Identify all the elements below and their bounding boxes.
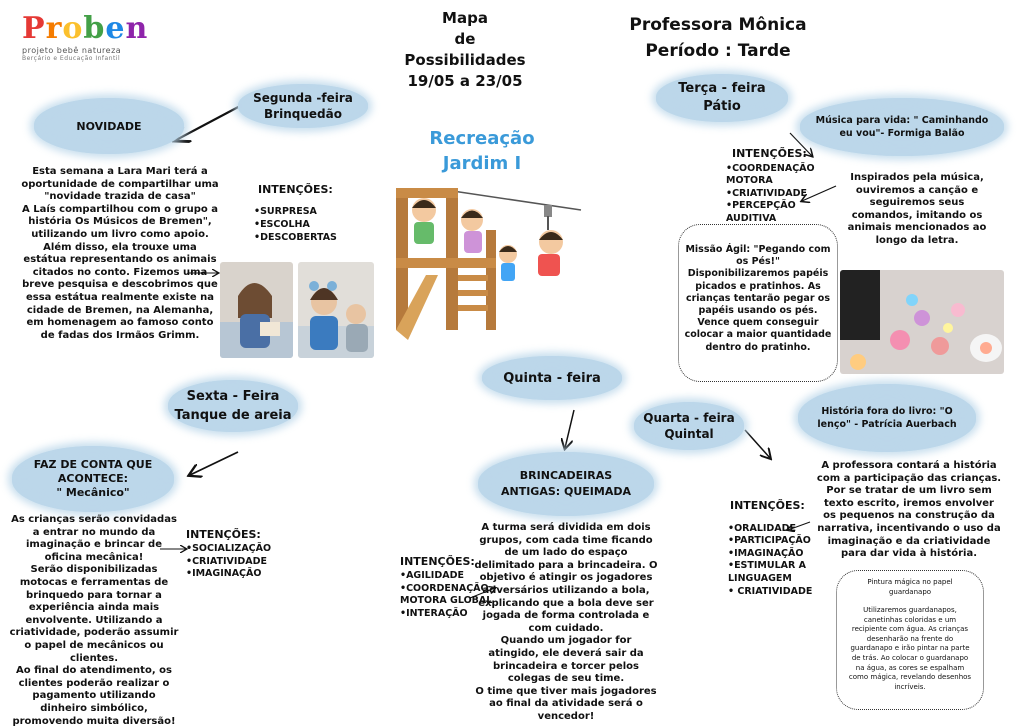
map-title-line3: Possibilidades bbox=[404, 51, 526, 69]
tuesday-intention-item: •CRIATIVIDADE bbox=[726, 187, 808, 199]
tuesday-intentions-title: INTENÇÕES: bbox=[732, 147, 807, 160]
class-title-line1: Recreação bbox=[429, 128, 535, 149]
wednesday-box-text: Utilizaremos guardanapos, canetinhas col… bbox=[848, 606, 972, 691]
logo: Proben projeto bebê natureza Berçário e … bbox=[22, 14, 162, 66]
wednesday-intention-item: •IMAGINAÇÃO bbox=[728, 547, 804, 559]
wednesday-box-title: Pintura mágica no papel guardanapo bbox=[867, 578, 953, 596]
wednesday-intention-item: •ORALIDADE bbox=[728, 522, 797, 534]
period: Período : Tarde bbox=[645, 41, 791, 61]
wednesday-box bbox=[836, 570, 984, 710]
thursday-activity: BRINCADEIRAS ANTIGAS: QUEIMADA bbox=[500, 469, 631, 498]
wednesday-intentions-title: INTENÇÕES: bbox=[730, 499, 805, 512]
monday-place: Brinquedão bbox=[264, 107, 342, 121]
monday-intention-item: •SURPRESA bbox=[254, 206, 317, 217]
cloud-tuesday-activity: Música para vida: " Caminhando eu vou"- … bbox=[800, 98, 1004, 156]
tuesday-photo bbox=[840, 270, 1004, 374]
thursday-description: A turma será dividida em dois grupos, co… bbox=[474, 522, 658, 722]
monday-activity: NOVIDADE bbox=[76, 119, 142, 133]
friday-activity-line2: ACONTECE: bbox=[57, 472, 129, 485]
teacher-name: Professora Mônica bbox=[629, 15, 807, 35]
class-title: Recreação Jardim I bbox=[414, 126, 550, 176]
wednesday-intention-item: •ESTIMULAR A bbox=[728, 560, 806, 572]
monday-description: Esta semana a Lara Mari terá a oportunid… bbox=[21, 166, 219, 341]
arrow-tuesday-intent bbox=[802, 185, 837, 201]
map-dates: 19/05 a 23/05 bbox=[407, 72, 523, 90]
arrow-friday bbox=[190, 451, 239, 475]
logo-brand: Proben bbox=[22, 11, 149, 46]
logo-subtitle2: Berçário e Educação Infantil bbox=[22, 55, 121, 62]
wednesday-day: Quarta - feira bbox=[643, 411, 735, 425]
cloud-thursday-day: Quinta - feira bbox=[482, 356, 622, 400]
playground-illustration bbox=[396, 188, 582, 340]
monday-intentions: INTENÇÕES: •SURPRESA •ESCOLHA •DESCOBERT… bbox=[254, 183, 364, 244]
arrow-thursday bbox=[565, 409, 575, 448]
wednesday-intention-item: • CRIATIVIDADE bbox=[728, 585, 813, 597]
wednesday-intentions: INTENÇÕES: •ORALIDADE •PARTICIPAÇÃO •IMA… bbox=[728, 499, 828, 598]
tuesday-mission-box bbox=[678, 224, 838, 382]
monday-intention-item: •DESCOBERTAS bbox=[254, 232, 337, 243]
friday-day: Sexta - Feira bbox=[186, 389, 280, 404]
cloud-thursday-activity: BRINCADEIRAS ANTIGAS: QUEIMADA bbox=[478, 452, 654, 516]
friday-intentions-title: INTENÇÕES: bbox=[186, 528, 261, 541]
thursday-day: Quinta - feira bbox=[503, 370, 601, 386]
arrow-wednesday-intent bbox=[788, 521, 811, 530]
wednesday-intention-item: LINGUAGEM bbox=[728, 572, 792, 584]
thursday-intention-item: •COORDENAÇÃO bbox=[400, 582, 489, 594]
thursday-intentions: INTENÇÕES: •AGILIDADE •COORDENAÇÃO MOTOR… bbox=[400, 555, 500, 621]
tuesday-activity: Música para vida: " Caminhando eu vou"- … bbox=[815, 115, 989, 139]
teacher-block: Professora Mônica Período : Tarde bbox=[608, 12, 828, 64]
tuesday-place: Pátio bbox=[703, 99, 741, 114]
tuesday-intention-item: •COORDENAÇÃO bbox=[726, 162, 815, 174]
map-title-line1: Mapa bbox=[442, 9, 488, 27]
cloud-wednesday-activity: História fora do livro: "O lenço" - Patr… bbox=[798, 384, 976, 452]
friday-intentions: INTENÇÕES: •SOCIALIZAÇÃO •CRIATIVIDADE •… bbox=[186, 528, 286, 581]
tuesday-mission: Missão Ágil: "Pegando com os Pés!" Dispo… bbox=[684, 244, 832, 353]
friday-activity-line3: " Mecânico" bbox=[56, 486, 130, 499]
thursday-intention-item: •AGILIDADE bbox=[400, 569, 464, 581]
thursday-intention-item: •INTERAÇÃO bbox=[400, 608, 468, 620]
logo-subtitle: projeto bebê natureza bbox=[22, 46, 122, 55]
cloud-monday-activity: NOVIDADE bbox=[34, 98, 184, 154]
arrow-monday bbox=[176, 104, 243, 140]
arrow-wednesday bbox=[744, 429, 770, 458]
friday-intention-item: •IMAGINAÇÃO bbox=[186, 568, 262, 580]
friday-description: As crianças serão convidadas a entrar no… bbox=[9, 514, 179, 727]
wednesday-intention-item: •PARTICIPAÇÃO bbox=[728, 535, 811, 547]
wednesday-description: A professora contará a história com a pa… bbox=[816, 460, 1002, 560]
monday-photo-1 bbox=[220, 262, 293, 358]
map-title: Mapa de Possibilidades 19/05 a 23/05 bbox=[395, 8, 535, 92]
arrow-tuesday-music bbox=[789, 132, 812, 156]
thursday-intention-item: MOTORA GLOBAL bbox=[400, 595, 493, 607]
class-title-line2: Jardim I bbox=[442, 153, 522, 174]
friday-intention-item: •SOCIALIZAÇÃO bbox=[186, 542, 272, 554]
tuesday-intention-item: MOTORA bbox=[726, 175, 773, 187]
wednesday-activity: História fora do livro: "O lenço" - Patr… bbox=[817, 406, 957, 430]
friday-place: Tanque de areia bbox=[174, 408, 292, 423]
tuesday-intention-item: •PERCEPÇÃO AUDITIVA bbox=[726, 200, 796, 224]
wednesday-place: Quintal bbox=[664, 427, 714, 441]
thursday-intentions-title: INTENÇÕES: bbox=[400, 555, 475, 568]
tuesday-intentions: INTENÇÕES: •COORDENAÇÃO MOTORA •CRIATIVI… bbox=[726, 147, 846, 226]
monday-intention-item: •ESCOLHA bbox=[254, 219, 310, 230]
friday-intention-item: •CRIATIVIDADE bbox=[186, 555, 268, 567]
tuesday-description: Inspirados pela música, ouviremos a canç… bbox=[847, 172, 987, 246]
friday-activity-line1: FAZ DE CONTA QUE bbox=[33, 458, 153, 471]
arrow-thursday-intent bbox=[469, 588, 495, 599]
monday-photo-2 bbox=[298, 262, 374, 358]
monday-day: Segunda -feira bbox=[253, 91, 353, 105]
map-title-line2: de bbox=[454, 30, 476, 48]
tuesday-day: Terça - feira bbox=[678, 81, 766, 96]
monday-intentions-title: INTENÇÕES: bbox=[258, 183, 333, 196]
